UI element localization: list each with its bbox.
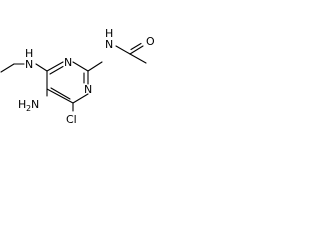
- bond-carbonyl-methyl: [129, 53, 147, 64]
- atom-methylamino-h: H: [25, 47, 33, 60]
- atom-amino-h: H: [18, 98, 26, 111]
- atom-chlorine: Cl: [66, 113, 77, 126]
- bond-c2-nhamide: [87, 61, 103, 72]
- bond-methyl-nh: [0, 63, 15, 73]
- bond-nh-carbonyl: [115, 45, 131, 55]
- bond-n3-c2: [72, 61, 89, 72]
- bond-carbonyl-o: [129, 45, 144, 55]
- bond-carbonyl-o-double: [130, 42, 142, 51]
- chemical-structure-diagram: H N O N N H N H 2 N Cl: [0, 27, 155, 126]
- atom-amide-n: N: [105, 38, 113, 51]
- atom-labels: H N O N N H N H 2 N Cl: [18, 27, 155, 126]
- bonds: [0, 42, 147, 112]
- atom-methylamino-n: N: [25, 58, 33, 71]
- bond-c4-n3-double: [49, 65, 64, 75]
- bond-nh-c4: [35, 63, 48, 72]
- atom-ring-n-top: N: [64, 56, 72, 69]
- bond-c6-c5-double: [50, 87, 71, 100]
- atom-amino-h-subscript: 2: [26, 104, 31, 113]
- atom-carbonyl-oxygen: O: [146, 35, 155, 48]
- atom-ring-n-bottom: N: [84, 83, 92, 96]
- atom-amino-n: N: [31, 98, 39, 111]
- bond-c4-n3: [46, 61, 64, 72]
- bond-n1-c6: [72, 93, 89, 104]
- bond-c6-c5: [46, 88, 74, 104]
- atom-amide-h: H: [105, 27, 113, 40]
